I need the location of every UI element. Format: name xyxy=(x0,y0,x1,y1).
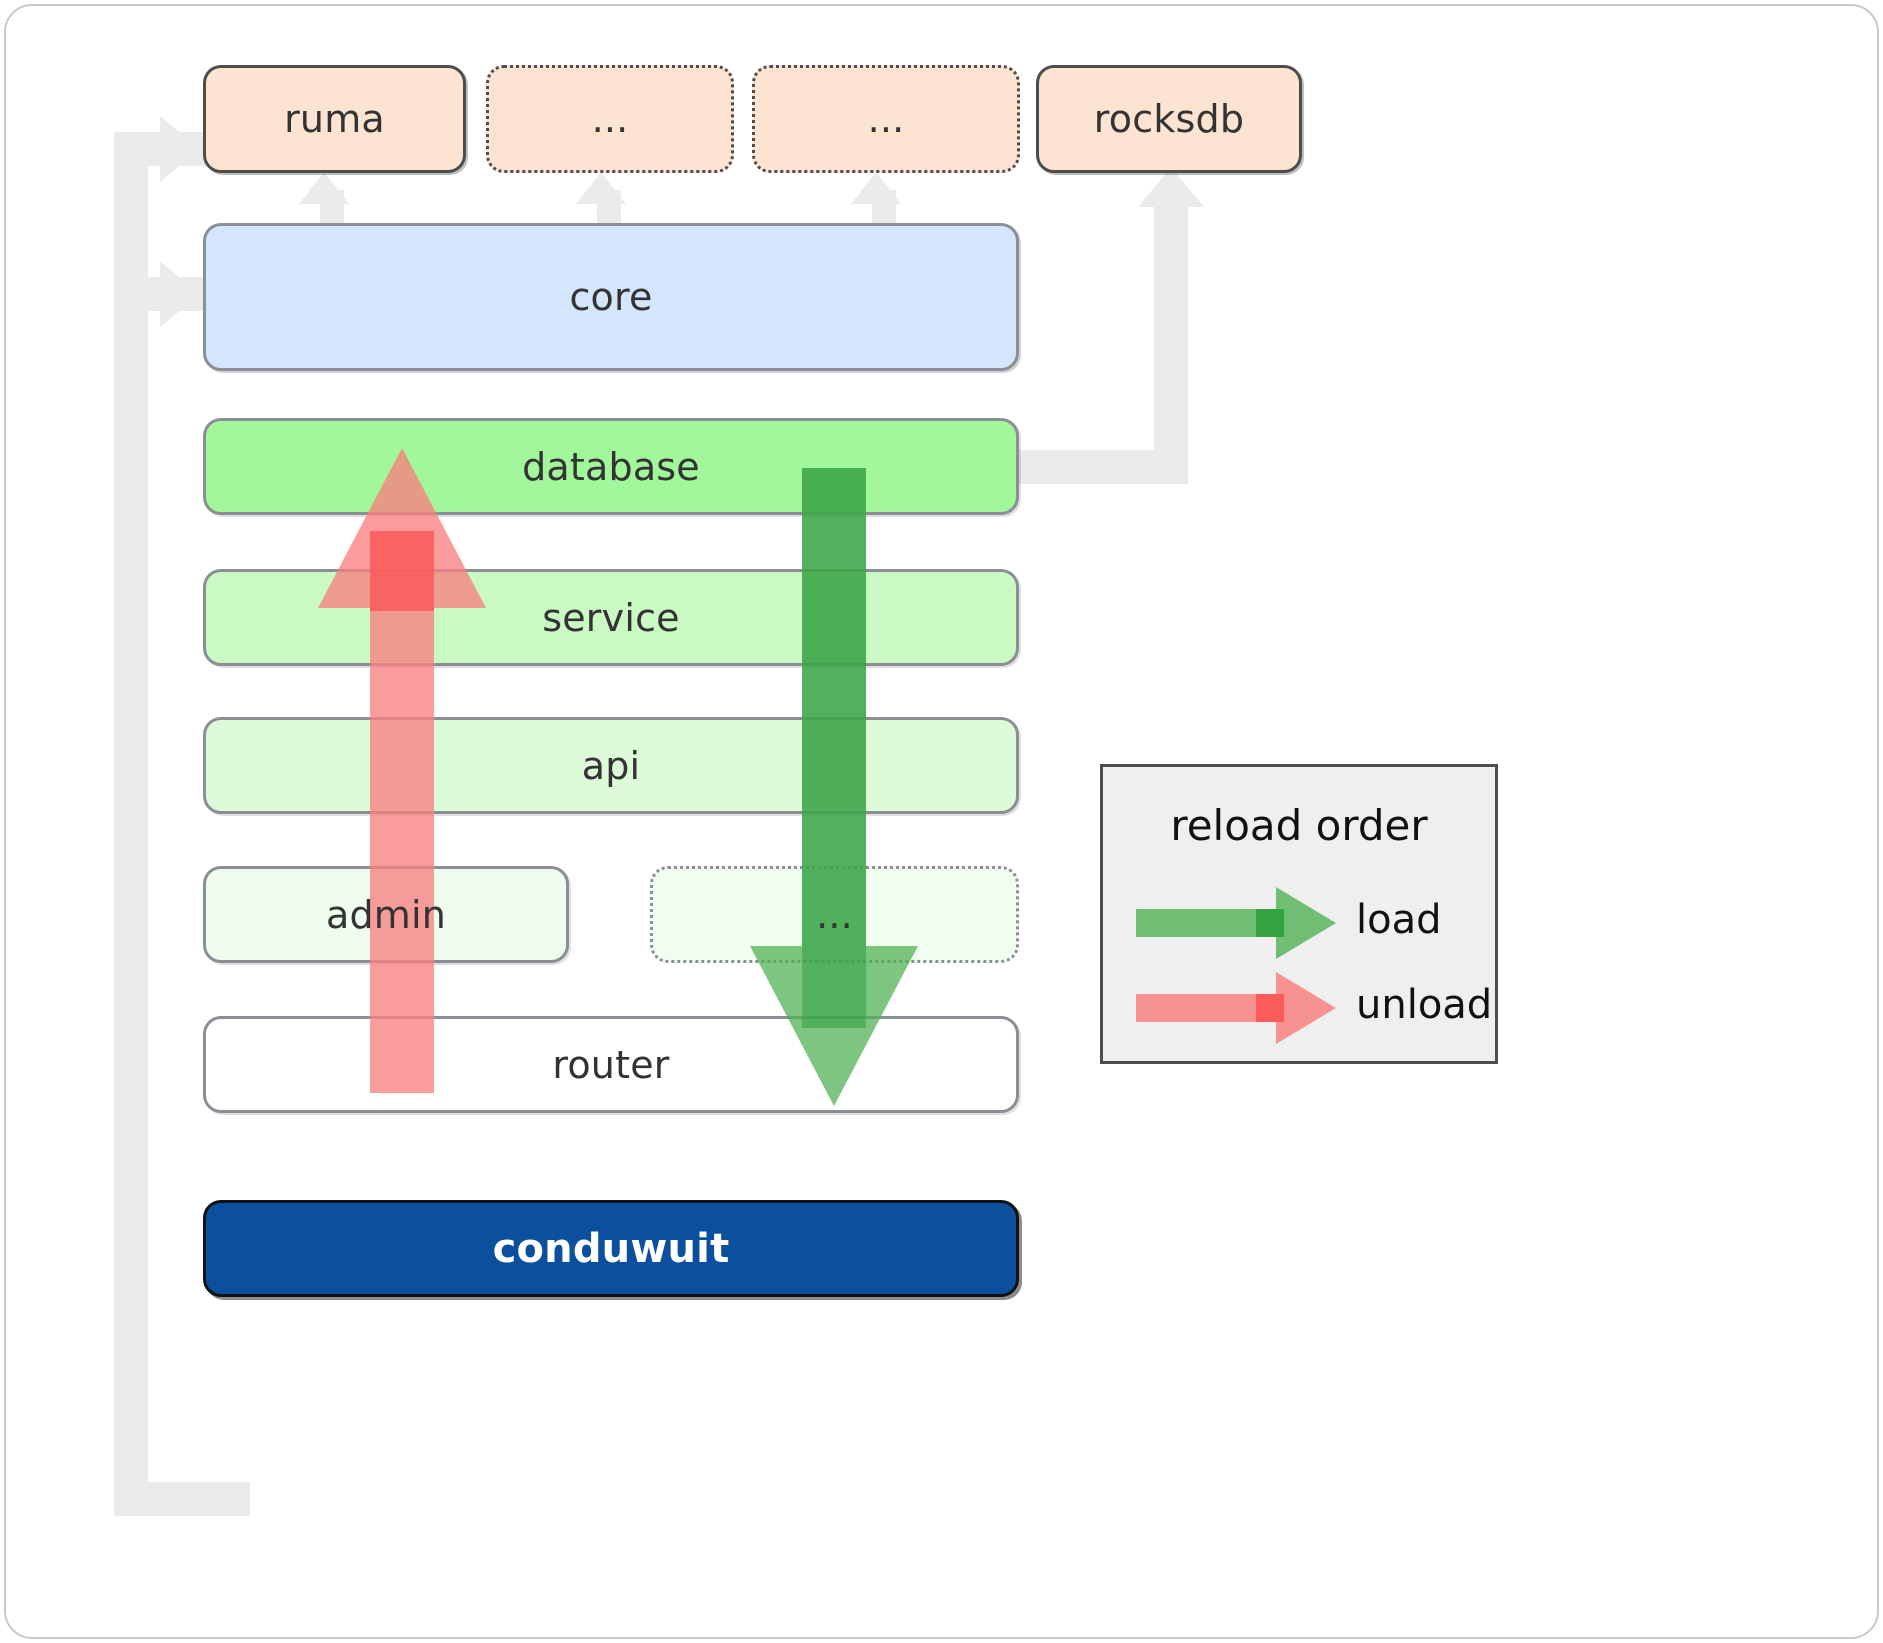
connector-left-trunk-vertical xyxy=(114,132,148,1516)
legend-load-arrow-icon xyxy=(1136,887,1336,959)
unload-arrow-svg xyxy=(318,448,486,1093)
connector-arrow-core-to-dots1 xyxy=(576,172,626,204)
legend-label-load: load xyxy=(1356,897,1442,943)
node-rocksdb-label: rocksdb xyxy=(1093,97,1245,141)
unload-arrow-core-shape xyxy=(370,531,434,611)
legend-unload-arrow-icon xyxy=(1136,972,1336,1044)
legend-row-unload xyxy=(1136,972,1336,1044)
node-admin-label: admin xyxy=(325,892,447,937)
unload-arrow-shape xyxy=(318,448,486,1093)
load-arrow-core-shape xyxy=(802,468,866,1028)
connector-left-bottom-horizontal xyxy=(114,1482,250,1516)
node-router-label: router xyxy=(552,1042,670,1087)
node-api[interactable]: api xyxy=(203,717,1019,814)
connector-arrow-core xyxy=(160,261,200,327)
node-external-dots-1[interactable]: ... xyxy=(486,65,734,173)
unload-arrow-core-svg xyxy=(370,531,434,611)
legend-title: reload order xyxy=(1170,801,1428,850)
node-layer-dots-label: ... xyxy=(816,892,853,937)
node-conduwuit[interactable]: conduwuit xyxy=(203,1200,1019,1297)
node-core-label: core xyxy=(569,275,653,319)
legend-panel: reload order load unload xyxy=(1100,764,1498,1064)
connector-arrow-rocksdb xyxy=(1138,167,1204,207)
node-router[interactable]: router xyxy=(203,1016,1019,1113)
connector-arrow-core-to-dots2 xyxy=(851,172,901,204)
connector-arrow-ruma xyxy=(160,116,200,182)
node-external-dots-2-label: ... xyxy=(867,97,905,141)
node-external-dots-2[interactable]: ... xyxy=(752,65,1020,173)
node-ruma-label: ruma xyxy=(284,97,385,141)
legend-label-unload: unload xyxy=(1356,982,1493,1028)
node-database-label: database xyxy=(522,444,700,489)
node-service-label: service xyxy=(542,595,680,640)
load-flow-arrow-core xyxy=(802,468,866,1028)
node-external-dots-1-label: ... xyxy=(591,97,629,141)
legend-row-load xyxy=(1136,887,1336,959)
node-api-label: api xyxy=(581,743,641,788)
node-database[interactable]: database xyxy=(203,418,1019,515)
node-conduwuit-label: conduwuit xyxy=(492,1225,730,1272)
connector-arrow-core-to-ruma xyxy=(299,172,349,204)
connector-database-to-rocksdb-vertical xyxy=(1154,205,1188,484)
unload-flow-arrow-core xyxy=(370,531,434,611)
node-ruma[interactable]: ruma xyxy=(203,65,466,173)
node-rocksdb[interactable]: rocksdb xyxy=(1036,65,1302,173)
unload-flow-arrow xyxy=(318,448,486,1093)
node-core[interactable]: core xyxy=(203,223,1019,371)
load-arrow-core-svg xyxy=(802,468,866,1028)
